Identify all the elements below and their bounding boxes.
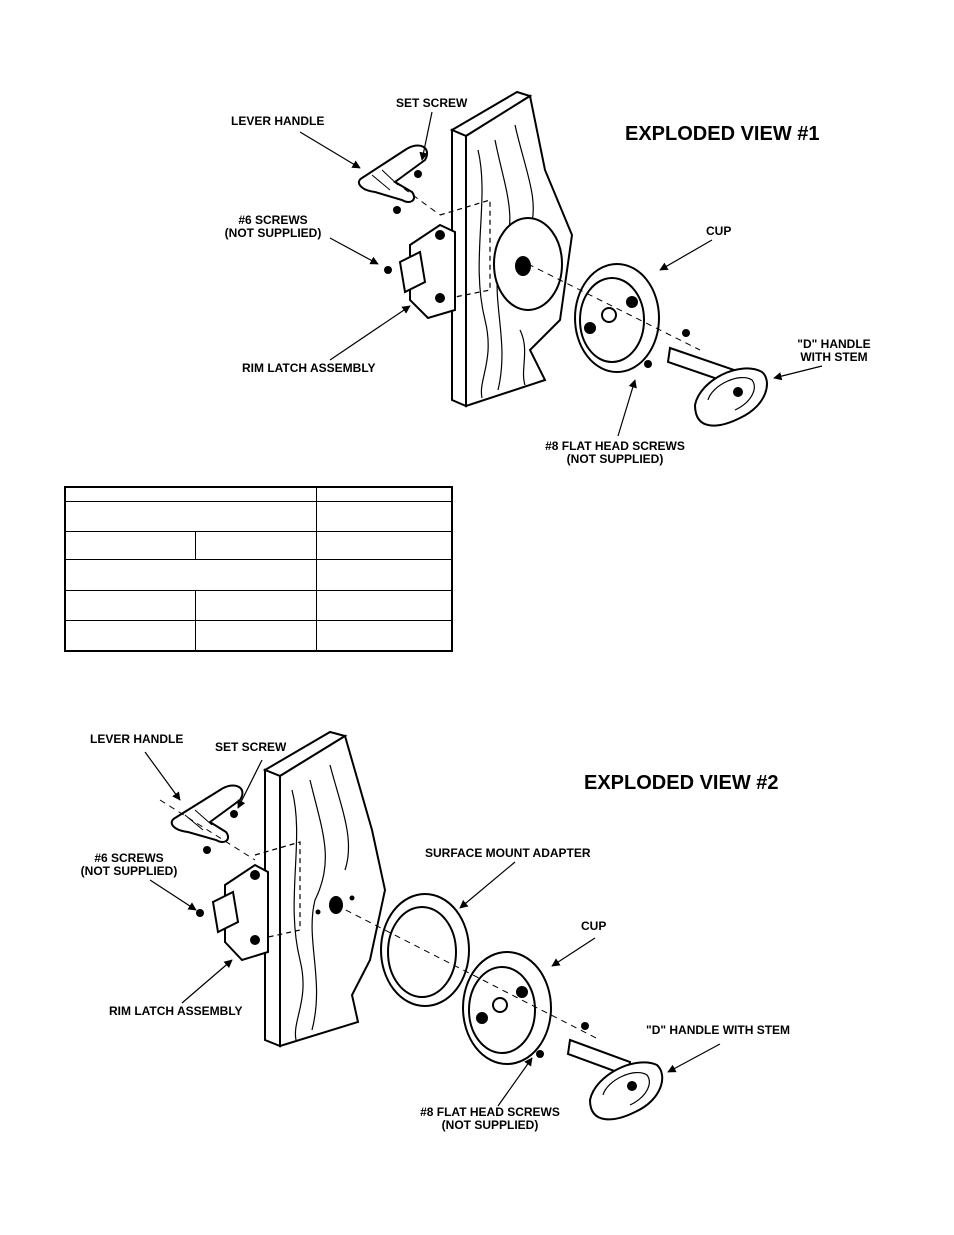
view2-rim-latch (211, 863, 269, 962)
table-row (64, 531, 453, 561)
table-cell (316, 486, 453, 502)
table-cell (316, 500, 453, 533)
view1-rim-latch-label: RIM LATCH ASSEMBLY (242, 361, 376, 375)
view1-screws8-line2: (NOT SUPPLIED) (566, 452, 664, 466)
table-cell (194, 531, 318, 561)
view1-small-screws (384, 170, 690, 368)
view2-screws6-line1: #6 SCREWS (94, 851, 164, 865)
view1-cup-label: CUP (706, 224, 732, 238)
view1-d-handle (666, 346, 768, 427)
view1-d-handle-line1: "D" HANDLE (797, 337, 871, 351)
view1-screws8-line1: #8 FLAT HEAD SCREWS (545, 439, 685, 453)
view1-set-screw-label: SET SCREW (396, 96, 468, 110)
view2-screws6-line2: (NOT SUPPLIED) (80, 864, 178, 878)
table-row (64, 486, 453, 502)
view2-d-handle-label: "D" HANDLE WITH STEM (646, 1023, 791, 1037)
table-cell (64, 620, 196, 652)
view1-screws6-line1: #6 SCREWS (238, 213, 308, 227)
table-cell (64, 486, 317, 502)
table-cell (316, 589, 453, 622)
view2-small-screws (196, 810, 589, 1058)
view2-surface-adapter-label: SURFACE MOUNT ADAPTER (425, 846, 591, 860)
table-row (64, 589, 453, 622)
table-cell (64, 559, 317, 591)
view1-cup (574, 263, 660, 373)
view1-d-handle-line2: WITH STEM (800, 350, 868, 364)
view2-screws6-label: #6 SCREWS (NOT SUPPLIED) (78, 852, 180, 878)
table-cell (194, 589, 318, 622)
view2-door-slab (254, 730, 387, 1048)
table-cell (316, 559, 453, 591)
table-cell (316, 531, 453, 561)
table-row (64, 500, 453, 533)
blank-table (64, 486, 453, 652)
view1-title: EXPLODED VIEW #1 (625, 123, 820, 145)
table-cell (64, 500, 317, 533)
view1-d-handle-label: "D" HANDLE WITH STEM (796, 338, 872, 364)
view1-screws8-label: #8 FLAT HEAD SCREWS (NOT SUPPLIED) (544, 440, 686, 466)
view2-set-screw-label: SET SCREW (215, 740, 287, 754)
table-row (64, 620, 453, 652)
view2-screws8-label: #8 FLAT HEAD SCREWS (NOT SUPPLIED) (419, 1106, 561, 1132)
view1-lever-handle-label: LEVER HANDLE (231, 114, 325, 128)
table-cell (64, 589, 196, 622)
view2-screws8-line2: (NOT SUPPLIED) (441, 1118, 539, 1132)
view2-lever-handle-label: LEVER HANDLE (90, 732, 184, 746)
view1-screws6-label: #6 SCREWS (NOT SUPPLIED) (222, 214, 324, 240)
table-row (64, 559, 453, 591)
table-cell (316, 620, 453, 652)
view2-cup (462, 951, 552, 1065)
view1-leaders (299, 111, 823, 437)
table-cell (64, 531, 196, 561)
view1-rim-latch (398, 223, 456, 320)
table-cell (194, 620, 318, 652)
view2-axis-lines (159, 799, 601, 1041)
view2-cup-label: CUP (581, 919, 607, 933)
view2-rim-latch-label: RIM LATCH ASSEMBLY (109, 1004, 243, 1018)
view2-screws8-line1: #8 FLAT HEAD SCREWS (420, 1105, 560, 1119)
view1-axis-lines (394, 181, 701, 351)
view1-screws6-line2: (NOT SUPPLIED) (224, 226, 322, 240)
view2-title: EXPLODED VIEW #2 (584, 772, 779, 794)
view2-d-handle (566, 1038, 664, 1121)
view2-leaders (144, 751, 721, 1107)
